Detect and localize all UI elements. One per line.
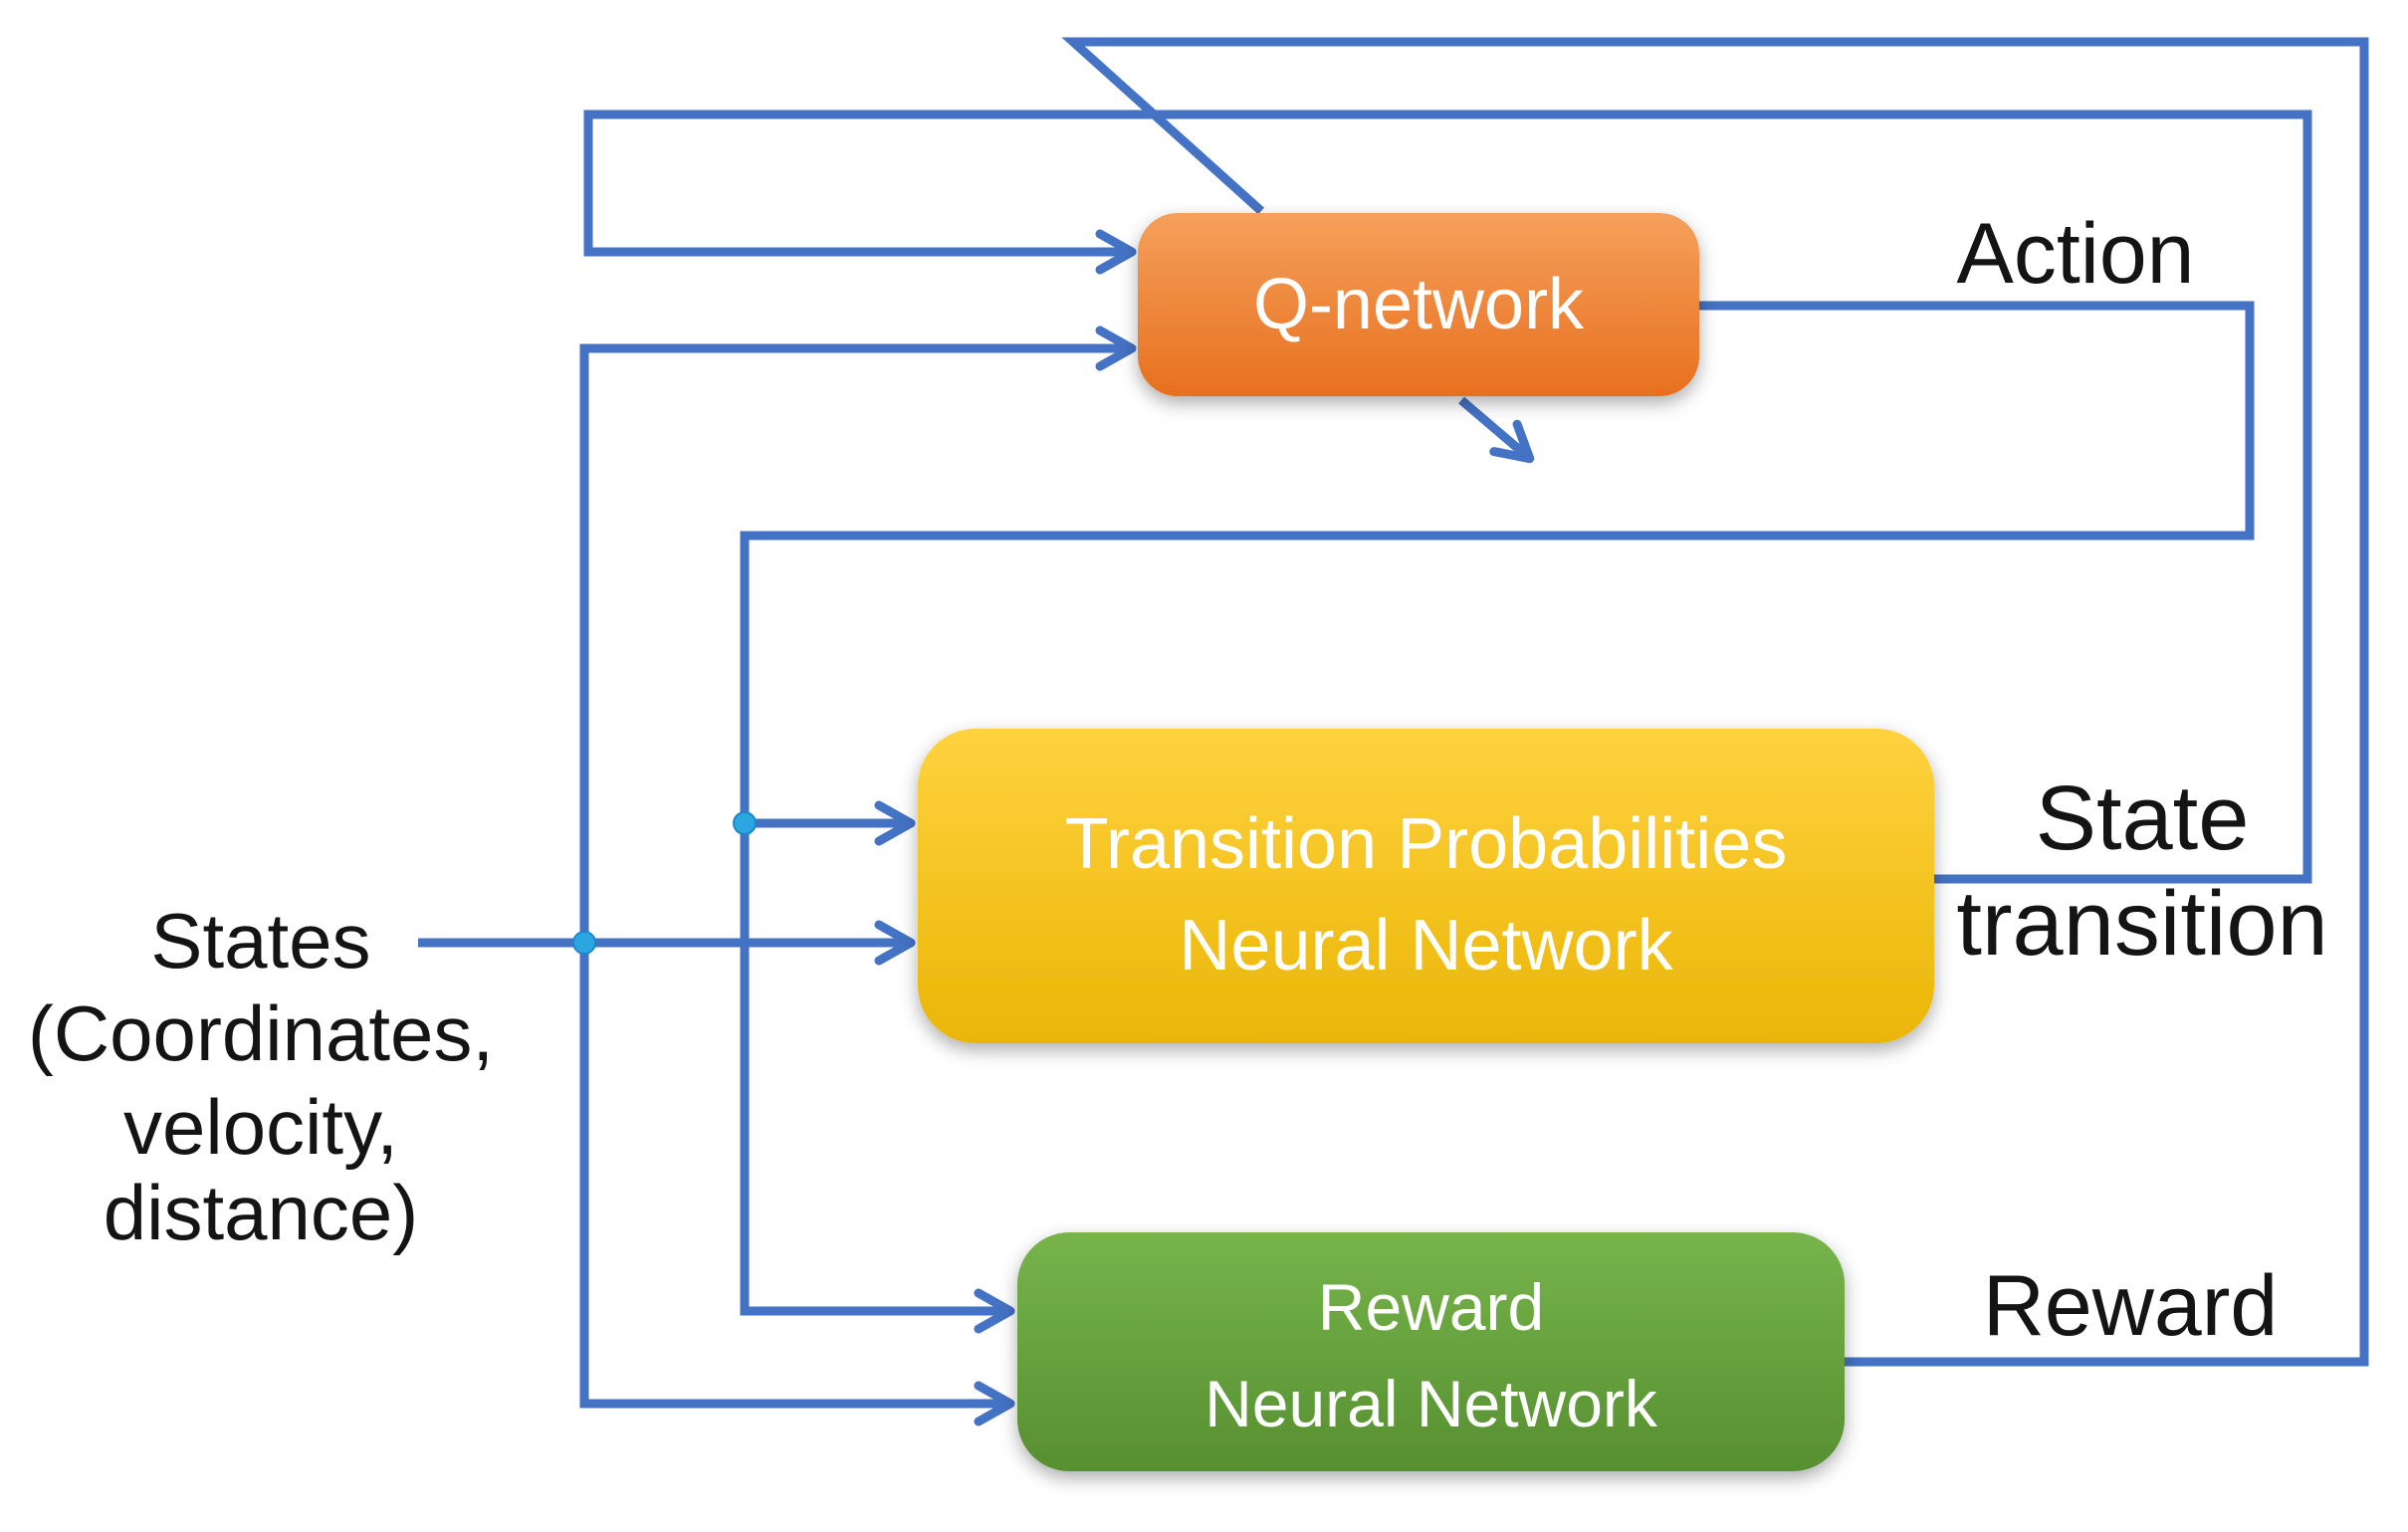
state-transition-label-line1: State	[2036, 767, 2250, 869]
state-transition-label-line2: transition	[1956, 873, 2327, 975]
states-label-line2: (Coordinates,	[28, 989, 494, 1077]
action-label-line1: Action	[1956, 206, 2194, 302]
reward-label-line1: Reward	[1983, 1258, 2278, 1354]
node-label-q-network-line1: Q-network	[1253, 265, 1585, 344]
junction-action-branch	[733, 811, 757, 835]
states-label: States(Coordinates,velocity,distance)	[28, 897, 494, 1256]
node-label-reward-nn-line2: Neural Network	[1204, 1367, 1658, 1440]
node-label-transition-probabilities-nn-line1: Transition Probabilities	[1065, 804, 1788, 884]
node-box-q-network	[1138, 213, 1699, 396]
reward-label: Reward	[1983, 1258, 2278, 1354]
connector-states-branch-to-reward-nn	[579, 943, 1015, 1426]
edge-layer	[418, 37, 2369, 1426]
node-q-network: Q-network	[1138, 213, 1699, 396]
junction-states-branch	[572, 931, 596, 955]
node-box-reward-nn	[1017, 1232, 1845, 1471]
connector-state-transition-feedback-loop	[583, 109, 2312, 884]
connector-q-network-output-diagonal	[1458, 396, 1535, 464]
states-label-line4: distance)	[104, 1169, 419, 1256]
connector-reward-feedback-loop	[1061, 37, 2369, 1367]
states-label-line3: velocity,	[123, 1083, 398, 1171]
node-label-transition-probabilities-nn-line2: Neural Network	[1179, 906, 1673, 985]
states-label-line1: States	[150, 897, 370, 985]
connector-action-feedback-loop	[740, 301, 2255, 1334]
node-box-transition-probabilities-nn	[918, 729, 1934, 1043]
node-label-reward-nn-line1: Reward	[1318, 1270, 1544, 1344]
action-label: Action	[1956, 206, 2194, 302]
connector-states-branch-to-q-network	[579, 326, 1137, 943]
